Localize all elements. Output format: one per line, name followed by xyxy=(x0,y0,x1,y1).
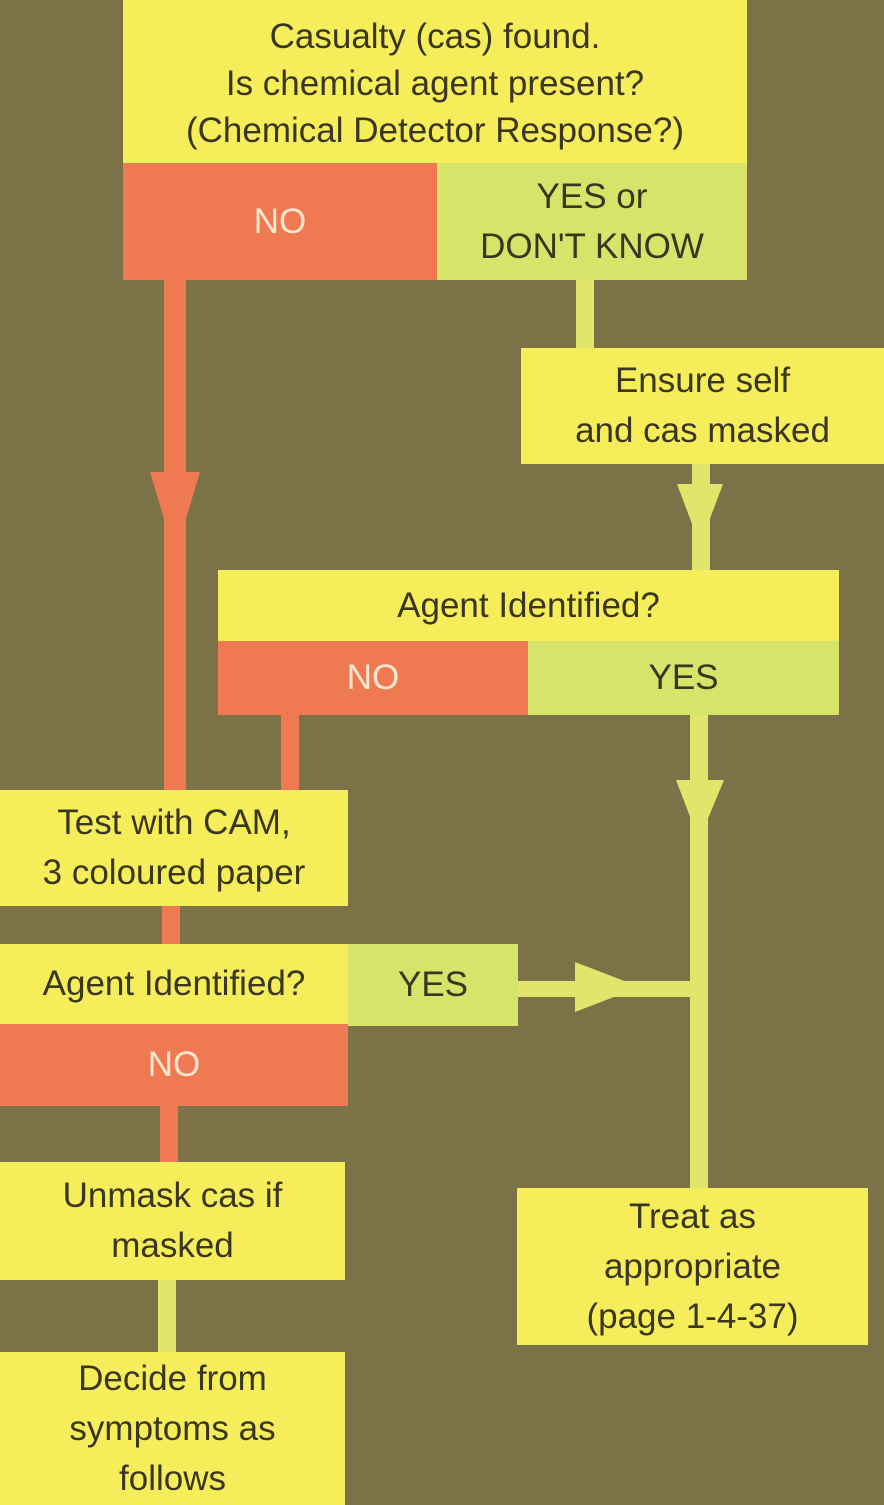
agent-q2-no-box: NO xyxy=(0,1024,348,1106)
arrow-down-yellow-ensure xyxy=(677,484,723,545)
connector-test-to-agentq2 xyxy=(162,905,180,945)
arrow-right-yellow xyxy=(575,962,640,1012)
agent-q2-yes-box: YES xyxy=(348,944,518,1026)
connector-agentq1-yes-to-treat xyxy=(690,715,708,1190)
arrow-down-yellow-treat xyxy=(676,780,724,840)
start-question-box: Casualty (cas) found. Is chemical agent … xyxy=(123,0,747,163)
start-no-box: NO xyxy=(123,163,437,280)
agent-q1-no-box: NO xyxy=(218,641,528,715)
connector-yes-to-ensure xyxy=(576,280,594,350)
ensure-masked-box: Ensure self and cas masked xyxy=(521,348,884,464)
connector-agentq2no-to-unmask xyxy=(160,1105,178,1163)
agent-q1-yes-box: YES xyxy=(528,641,839,715)
start-yes-box: YES or DON'T KNOW xyxy=(437,163,747,280)
arrow-down-red-left xyxy=(150,472,200,555)
unmask-box: Unmask cas if masked xyxy=(0,1162,345,1280)
test-cam-box: Test with CAM, 3 coloured paper xyxy=(0,790,348,906)
agent-q1-box: Agent Identified? xyxy=(218,570,839,641)
treat-box: Treat as appropriate (page 1-4-37) xyxy=(517,1188,868,1345)
connector-unmask-to-decide xyxy=(158,1278,176,1353)
connector-agentq1-no-to-test xyxy=(281,713,299,793)
agent-q2-box: Agent Identified? xyxy=(0,944,348,1024)
decide-box: Decide from symptoms as follows xyxy=(0,1352,345,1505)
